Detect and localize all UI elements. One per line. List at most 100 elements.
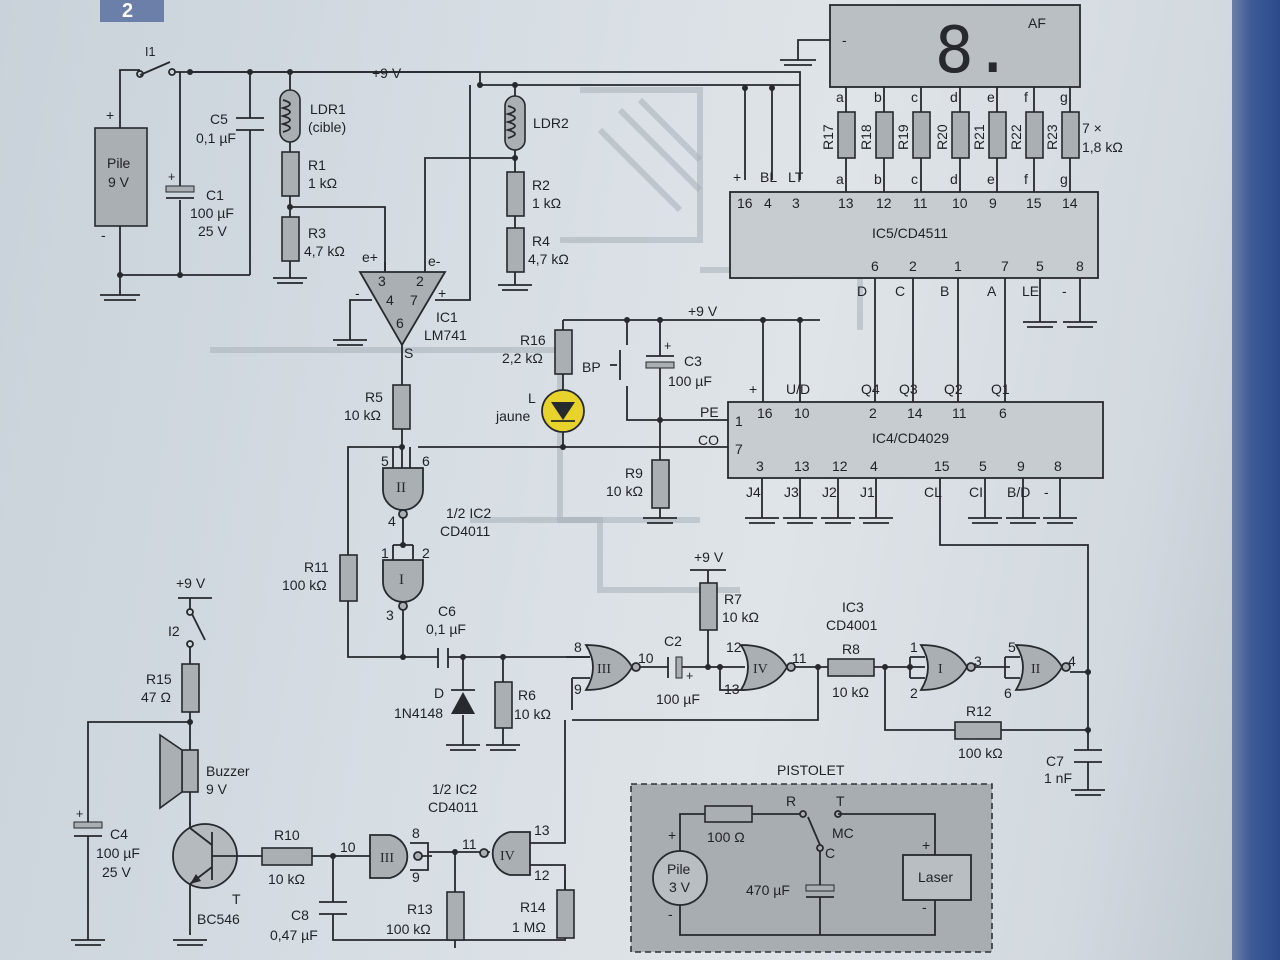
ic4-bottom-label-1: J3 bbox=[784, 484, 799, 500]
ic2a-pin6: 6 bbox=[422, 453, 430, 469]
r8 bbox=[827, 658, 875, 677]
ic5-pin-4: 4 bbox=[764, 195, 772, 211]
ic2a-pin4: 4 bbox=[388, 513, 396, 529]
ic4-cd4029: IC4/CD4029 bbox=[727, 401, 1104, 479]
ic5-pin-15: 15 bbox=[1026, 195, 1042, 211]
ic2b-gate-iii-label: III bbox=[380, 851, 394, 866]
r2-value: 1 kΩ bbox=[532, 195, 561, 211]
ic5-pin-3: 3 bbox=[792, 195, 800, 211]
c8-name: C8 bbox=[291, 907, 309, 923]
ic3-part: CD4001 bbox=[826, 617, 878, 633]
ic2b-pin11: 11 bbox=[462, 836, 477, 852]
transistor-part: BC546 bbox=[197, 911, 240, 927]
segment-top-label-d: d bbox=[950, 89, 958, 105]
ic4-bottom-pin-15: 15 bbox=[934, 458, 950, 474]
r4 bbox=[506, 227, 525, 273]
ic2a-pin1: 1 bbox=[381, 545, 389, 561]
segment-bottom-label-d: d bbox=[950, 171, 958, 187]
ic1-minus: - bbox=[355, 285, 360, 301]
ic4-bottom-label-3: J1 bbox=[860, 484, 875, 500]
r16-value: 2,2 kΩ bbox=[502, 350, 543, 366]
ic4-bottom-label-5: CI bbox=[969, 484, 983, 500]
battery-9v bbox=[94, 127, 148, 227]
ic3-gate-iii bbox=[584, 644, 634, 691]
diode-part: 1N4148 bbox=[394, 705, 443, 721]
pistolet-battery-v: 3 V bbox=[669, 879, 691, 895]
r5-name: R5 bbox=[365, 389, 383, 405]
ic3-pin6: 6 bbox=[1004, 685, 1012, 701]
ic2-gate-ii-label: II bbox=[396, 480, 406, 496]
ic3-gate-ii bbox=[1014, 644, 1064, 691]
switch-i1-label: I1 bbox=[145, 45, 155, 59]
ic3-gate-i bbox=[919, 644, 969, 691]
c3-value: 100 µF bbox=[668, 373, 712, 389]
ic5-bottom-label-1: C bbox=[895, 283, 905, 299]
ic3-pin12: 12 bbox=[726, 639, 742, 655]
c6-value: 0,1 µF bbox=[426, 621, 466, 637]
segment-resistor-name-d: R20 bbox=[934, 124, 950, 150]
ic3-gate-ii-label: II bbox=[1031, 662, 1041, 677]
c1-voltage: 25 V bbox=[198, 223, 227, 239]
ic2a-pin3: 3 bbox=[386, 607, 394, 623]
ic5-pin-11: 11 bbox=[913, 195, 928, 211]
ic4-bottom-pin-13: 13 bbox=[794, 458, 810, 474]
ic4-top-label-4: Q2 bbox=[944, 381, 963, 397]
ic1-opamp: e+ e- 3 2 4 7 6 - + IC1 LM741 S bbox=[333, 85, 471, 385]
ic4-pin-10: 10 bbox=[794, 405, 810, 421]
ic1-plus: + bbox=[438, 285, 446, 301]
ic1-name: IC1 bbox=[436, 309, 458, 325]
buzzer-value: 9 V bbox=[206, 781, 228, 797]
ic5-pin-14: 14 bbox=[1062, 195, 1078, 211]
ic1-ep: e+ bbox=[362, 249, 378, 265]
segment-resistor-name-f: R22 bbox=[1008, 124, 1024, 150]
ic2a-pin5: 5 bbox=[381, 453, 389, 469]
book-edge bbox=[1232, 0, 1280, 960]
r2-name: R2 bbox=[532, 177, 550, 193]
r10 bbox=[261, 847, 313, 866]
pistolet-title: PISTOLET bbox=[777, 762, 845, 778]
ic3-gate-i-label: I bbox=[938, 662, 943, 677]
buzzer-section: +9 V I2 R15 47 Ω Buzzer 9 V + C4 100 µF … bbox=[71, 575, 575, 948]
pistolet-switch: MC bbox=[832, 825, 854, 841]
ic5-cd4511: IC5/CD4511 bbox=[729, 191, 1099, 279]
r1 bbox=[281, 151, 300, 197]
pistolet-minus: - bbox=[668, 906, 673, 922]
ic1-pin2: 2 bbox=[416, 273, 424, 289]
ic4-pin-14: 14 bbox=[907, 405, 923, 421]
bp-label: BP bbox=[582, 359, 601, 375]
c6-name: C6 bbox=[438, 603, 456, 619]
ic4-pe-label: PE bbox=[700, 404, 719, 420]
ic1-pin4: 4 bbox=[386, 292, 394, 308]
ic4-top-label-3: Q3 bbox=[899, 381, 918, 397]
led-color: jaune bbox=[495, 408, 530, 424]
pistolet-battery bbox=[652, 850, 708, 906]
r13-name: R13 bbox=[407, 901, 433, 917]
ic2a-title: 1/2 IC2 bbox=[446, 505, 491, 521]
ic4-top-label-0: + bbox=[749, 381, 757, 397]
c2-name: C2 bbox=[664, 633, 682, 649]
ic4-pin-11: 11 bbox=[952, 405, 967, 421]
ic3-pin5: 5 bbox=[1008, 639, 1016, 655]
svg-text:+: + bbox=[76, 807, 83, 821]
svg-text:-: - bbox=[922, 899, 927, 915]
ic5-pin-10: 10 bbox=[952, 195, 968, 211]
segment-top-label-a: a bbox=[836, 89, 844, 105]
ic1-pin7: 7 bbox=[410, 292, 418, 308]
ic1-triangle bbox=[358, 271, 447, 347]
display-digit: 8. bbox=[935, 14, 1012, 88]
ic5-bottom-label-3: A bbox=[987, 283, 997, 299]
r16 bbox=[554, 329, 573, 375]
r12 bbox=[954, 721, 1002, 740]
segment-top-label-c: c bbox=[911, 89, 918, 105]
pistolet-battery-name: Pile bbox=[667, 861, 691, 877]
segment-resistor-name-b: R18 bbox=[858, 124, 874, 150]
ic2b-pin10: 10 bbox=[340, 839, 356, 855]
ic3-gate-iv-label: IV bbox=[753, 662, 768, 677]
c4-name: C4 bbox=[110, 826, 128, 842]
battery-value: 9 V bbox=[108, 174, 130, 190]
ic2b-gate-iii bbox=[369, 834, 409, 879]
svg-text:+: + bbox=[106, 107, 114, 123]
